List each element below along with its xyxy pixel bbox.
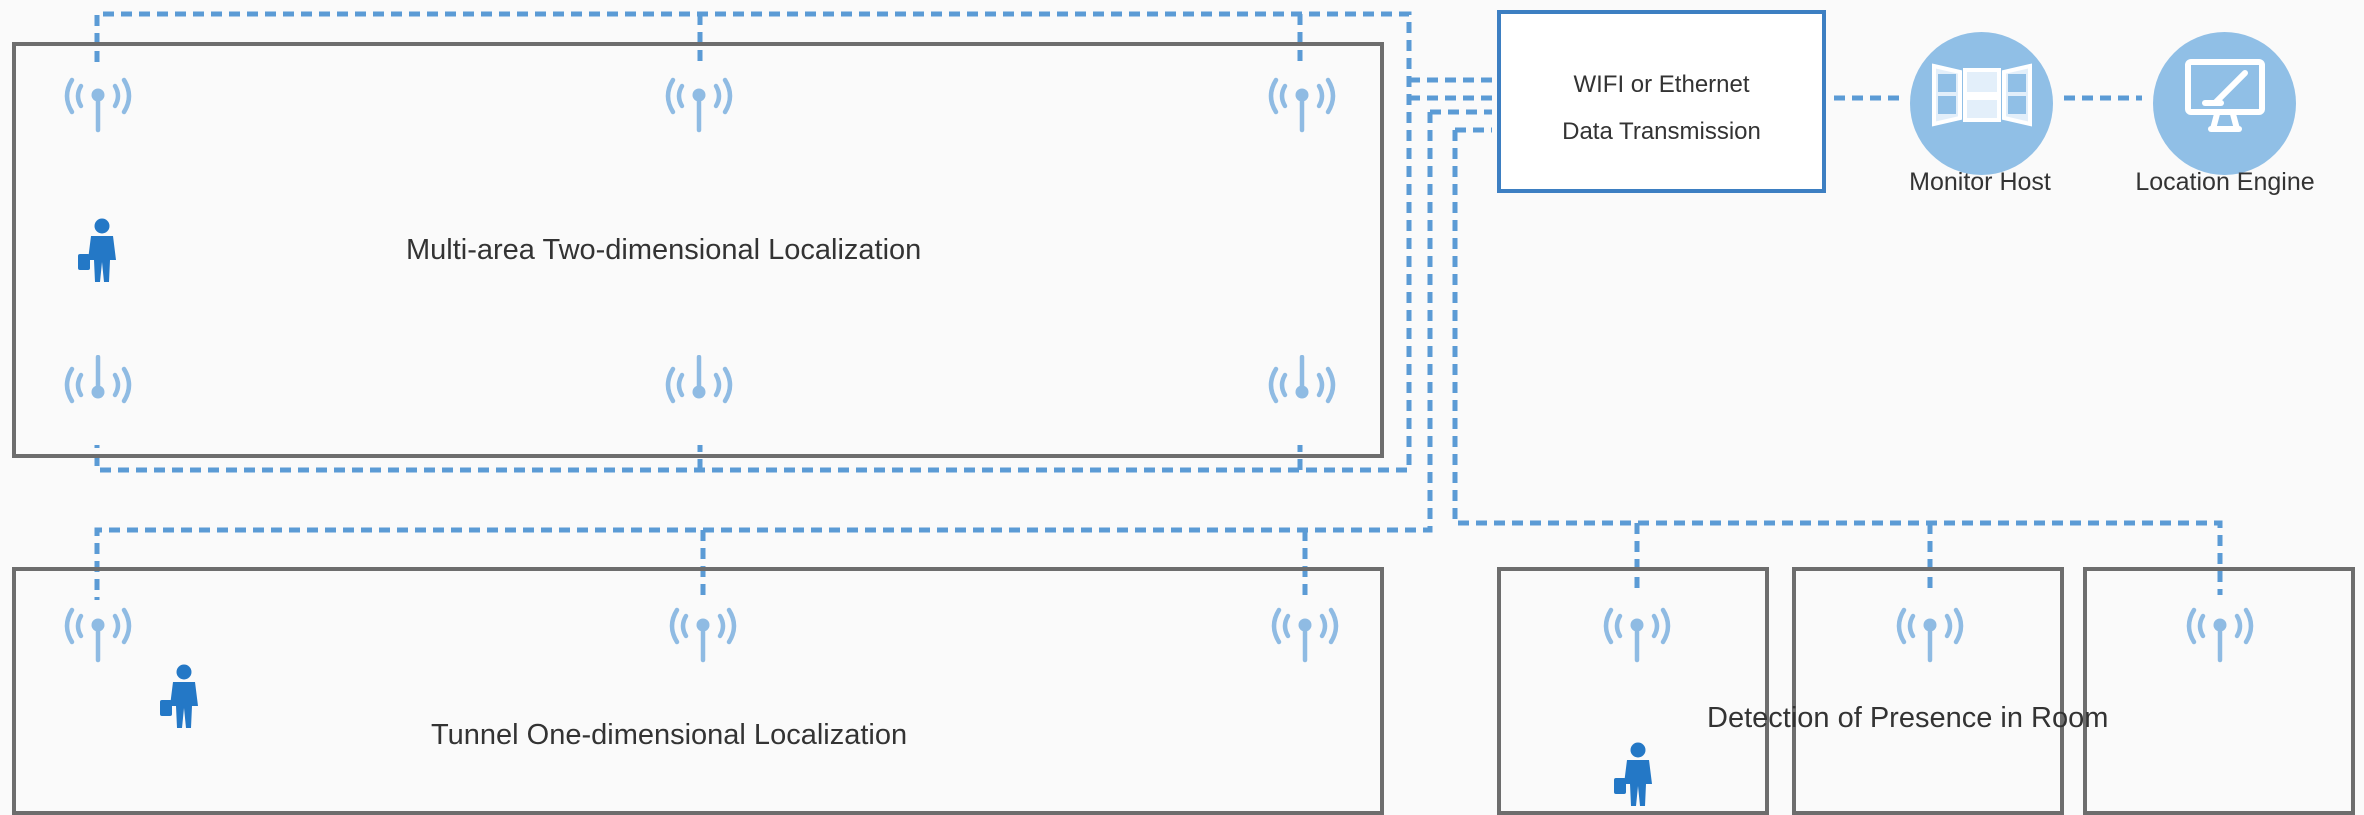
wireless-anchor-icon (1262, 355, 1342, 417)
computer-monitor-icon (2185, 59, 2265, 132)
wifi-ethernet-box: WIFI or Ethernet Data Transmission (1497, 10, 1826, 193)
wireless-anchor-icon (1265, 602, 1345, 664)
wireless-anchor-icon (1890, 602, 1970, 664)
top-bus-line (94, 11, 1412, 473)
location-engine-label: Location Engine (2135, 168, 2315, 196)
network-line-1: WIFI or Ethernet (1573, 71, 1750, 98)
wireless-anchor-icon (2180, 602, 2260, 664)
tunnel-bus-line (94, 112, 1433, 600)
multi-area-label: Multi-area Two-dimensional Localization (406, 234, 922, 266)
worker-person-icon (76, 218, 122, 284)
worker-person-icon (1612, 742, 1658, 808)
multi-area-zone (12, 42, 1384, 458)
network-line-2: Data Transmission (1562, 118, 1761, 145)
wireless-anchor-icon (659, 355, 739, 417)
location-engine-node (2153, 32, 2296, 175)
wireless-anchor-icon (58, 72, 138, 134)
wireless-anchor-icon (659, 72, 739, 134)
wireless-anchor-icon (663, 602, 743, 664)
wireless-anchor-icon (58, 355, 138, 417)
worker-person-icon (158, 664, 204, 730)
room-label: Detection of Presence in Room (1707, 702, 2109, 734)
monitor-host-label: Monitor Host (1909, 168, 2051, 196)
wireless-anchor-icon (1597, 602, 1677, 664)
tunnel-label: Tunnel One-dimensional Localization (431, 719, 908, 751)
room-bus-line (1452, 130, 2223, 595)
monitor-wall-icon (1932, 63, 2032, 127)
wireless-anchor-icon (1262, 72, 1342, 134)
wireless-anchor-icon (58, 602, 138, 664)
